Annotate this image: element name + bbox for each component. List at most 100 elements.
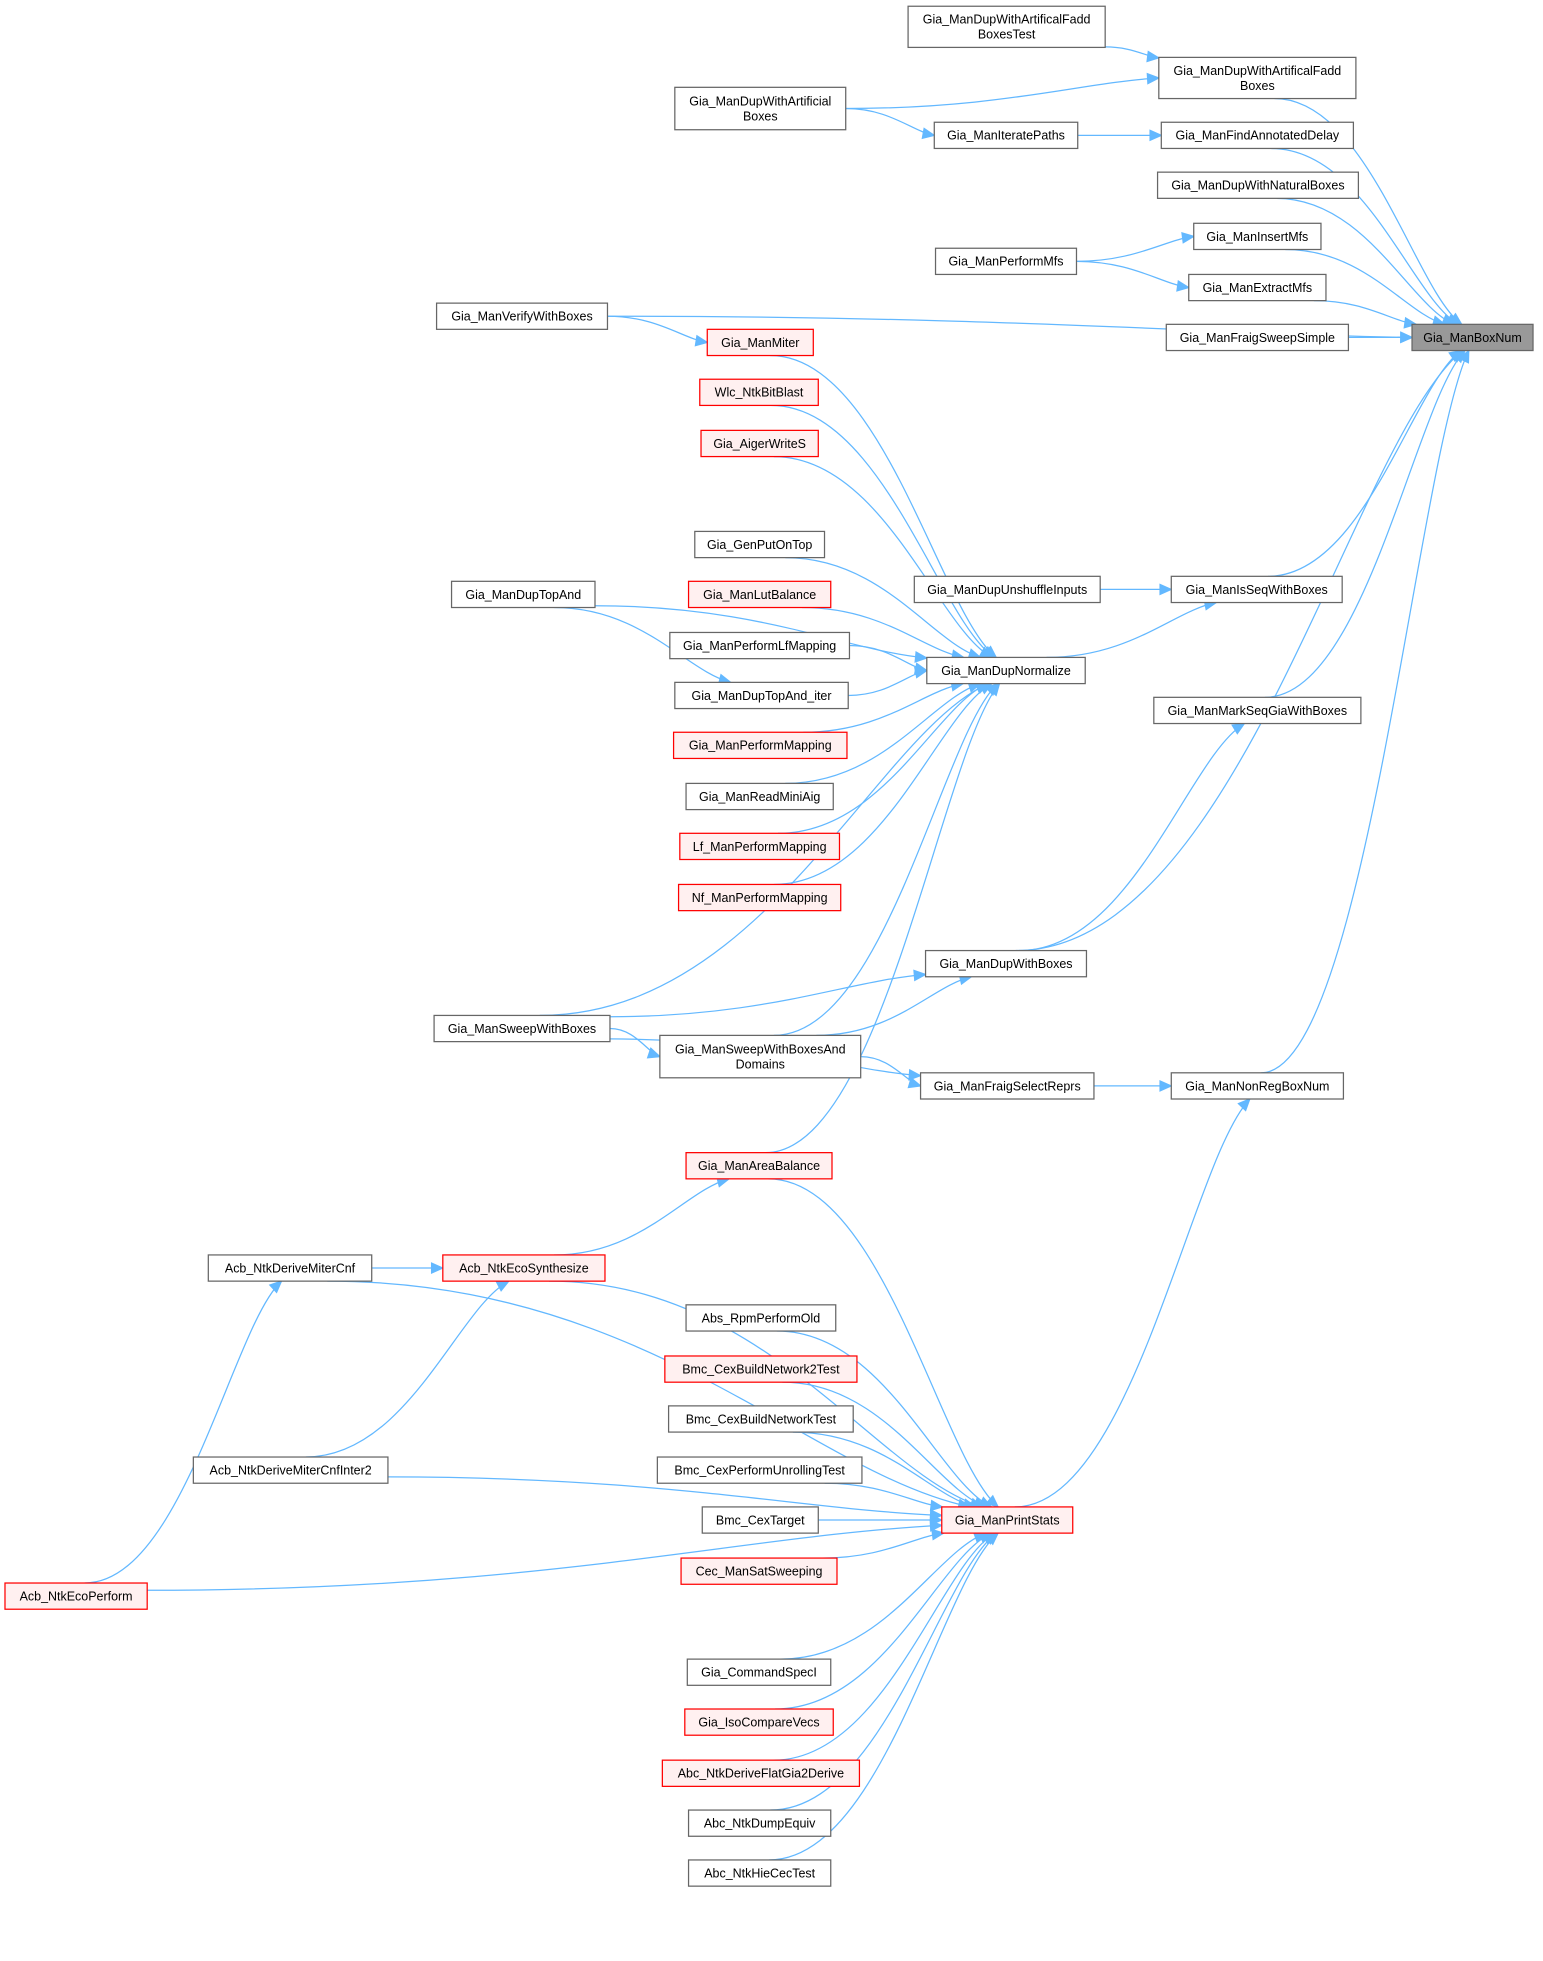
node-findannot[interactable]: Gia_ManFindAnnotatedDelay [1160,121,1355,150]
node-insertmfs[interactable]: Gia_ManInsertMfs [1193,222,1322,251]
node-performmfs[interactable]: Gia_ManPerformMfs [934,247,1078,276]
node-fraigsimple[interactable]: Gia_ManFraigSweepSimple [1165,323,1350,352]
node-lfperf[interactable]: Lf_ManPerformMapping [679,832,841,861]
node-box[interactable] [1193,222,1322,251]
node-box[interactable] [669,631,851,660]
node-box[interactable] [1158,56,1357,100]
node-box[interactable] [706,328,814,357]
node-bmctest[interactable]: Bmc_CexBuildNetworkTest [667,1405,854,1433]
node-ecoperform[interactable]: Acb_NtkEcoPerform [4,1582,148,1610]
node-ecosynth[interactable]: Acb_NtkEcoSynthesize [442,1254,606,1282]
node-box[interactable] [941,1506,1074,1534]
node-readminiaig[interactable]: Gia_ManReadMiniAig [685,782,834,811]
node-natural[interactable]: Gia_ManDupWithNaturalBoxes [1156,171,1360,199]
node-isocmp[interactable]: Gia_IsoCompareVecs [684,1708,834,1736]
node-isseq[interactable]: Gia_ManIsSeqWithBoxes [1170,575,1343,604]
node-box[interactable] [919,1072,1095,1100]
node-box[interactable] [1411,323,1534,352]
node-box[interactable] [1165,323,1350,352]
node-box[interactable] [672,731,848,760]
node-box[interactable] [677,883,842,912]
node-absrpm[interactable]: Abs_RpmPerformOld [685,1304,837,1332]
node-box[interactable] [684,1708,834,1736]
node-box[interactable] [686,1658,832,1686]
node-iterpaths[interactable]: Gia_ManIteratePaths [933,121,1079,150]
node-dupwithboxes[interactable]: Gia_ManDupWithBoxes [924,949,1088,978]
node-box[interactable] [1153,696,1362,725]
node-box[interactable] [667,1405,854,1433]
node-box[interactable] [4,1582,148,1610]
node-box[interactable] [694,530,826,559]
node-fraigsel[interactable]: Gia_ManFraigSelectReprs [919,1072,1095,1100]
node-box[interactable] [450,580,596,609]
node-box[interactable] [699,378,819,407]
node-box[interactable] [674,681,849,710]
node-duptopanditer[interactable]: Gia_ManDupTopAnd_iter [674,681,849,710]
node-box[interactable] [1188,273,1327,302]
node-box[interactable] [207,1254,373,1282]
node-areabal[interactable]: Gia_ManAreaBalance [685,1152,833,1180]
node-box[interactable] [1156,171,1360,199]
node-box[interactable] [687,1859,832,1887]
node-bmcunroll[interactable]: Bmc_CexPerformUnrollingTest [656,1456,863,1484]
node-perfmapping[interactable]: Gia_ManPerformMapping [672,731,848,760]
node-dumpequiv[interactable]: Abc_NtkDumpEquiv [687,1809,832,1837]
node-nonreg[interactable]: Gia_ManNonRegBoxNum [1170,1072,1345,1100]
node-sweep[interactable]: Gia_ManSweepWithBoxes [433,1014,611,1043]
node-box[interactable] [913,575,1101,604]
node-box[interactable] [700,429,819,458]
node-nfperf[interactable]: Nf_ManPerformMapping [677,883,842,912]
node-duptopand[interactable]: Gia_ManDupTopAnd [450,580,596,609]
node-abcflat[interactable]: Abc_NtkDeriveFlatGia2Derive [661,1759,861,1787]
node-box[interactable] [656,1456,863,1484]
node-miter[interactable]: Gia_ManMiter [706,328,814,357]
node-bmc2test[interactable]: Bmc_CexBuildNetwork2Test [664,1355,858,1383]
node-verify[interactable]: Gia_ManVerifyWithBoxes [435,302,609,330]
node-box[interactable] [664,1355,858,1383]
node-box[interactable] [701,1506,819,1534]
node-extractmfs[interactable]: Gia_ManExtractMfs [1188,273,1327,302]
node-markseq[interactable]: Gia_ManMarkSeqGiaWithBoxes [1153,696,1362,725]
node-box[interactable] [1170,575,1343,604]
node-box[interactable] [685,1152,833,1180]
node-box[interactable] [687,1809,832,1837]
node-dupnorm[interactable]: Gia_ManDupNormalize [926,656,1086,685]
node-box[interactable] [924,949,1088,978]
node-lutbalance[interactable]: Gia_ManLutBalance [687,580,832,609]
node-box[interactable] [680,1557,838,1585]
node-box[interactable] [685,782,834,811]
node-box[interactable] [907,5,1106,49]
node-box[interactable] [1170,1072,1345,1100]
node-box[interactable] [1160,121,1355,150]
node-boxnum[interactable]: Gia_ManBoxNum [1411,323,1534,352]
node-cextarget[interactable]: Bmc_CexTarget [701,1506,819,1534]
node-box[interactable] [674,86,847,131]
node-box[interactable] [192,1456,389,1484]
node-derivecnf[interactable]: Acb_NtkDeriveMiterCnf [207,1254,373,1282]
node-box[interactable] [933,121,1079,150]
node-box[interactable] [679,832,841,861]
node-hiecec[interactable]: Abc_NtkHieCecTest [687,1859,832,1887]
node-box[interactable] [926,656,1086,685]
node-printstats[interactable]: Gia_ManPrintStats [941,1506,1074,1534]
node-box[interactable] [661,1759,861,1787]
node-box[interactable] [934,247,1078,276]
node-box[interactable] [659,1034,862,1079]
node-box[interactable] [442,1254,606,1282]
node-genputontop[interactable]: Gia_GenPutOnTop [694,530,826,559]
node-cecsat[interactable]: Cec_ManSatSweeping [680,1557,838,1585]
node-box[interactable] [435,302,609,330]
node-wlcblast[interactable]: Wlc_NtkBitBlast [699,378,819,407]
node-aigerws[interactable]: Gia_AigerWriteS [700,429,819,458]
node-perflf[interactable]: Gia_ManPerformLfMapping [669,631,851,660]
node-unshuffle[interactable]: Gia_ManDupUnshuffleInputs [913,575,1101,604]
node-box[interactable] [687,580,832,609]
node-derivecnf2[interactable]: Acb_NtkDeriveMiterCnfInter2 [192,1456,389,1484]
node-cmdspeci[interactable]: Gia_CommandSpecI [686,1658,832,1686]
node-box[interactable] [685,1304,837,1332]
node-box[interactable] [433,1014,611,1043]
